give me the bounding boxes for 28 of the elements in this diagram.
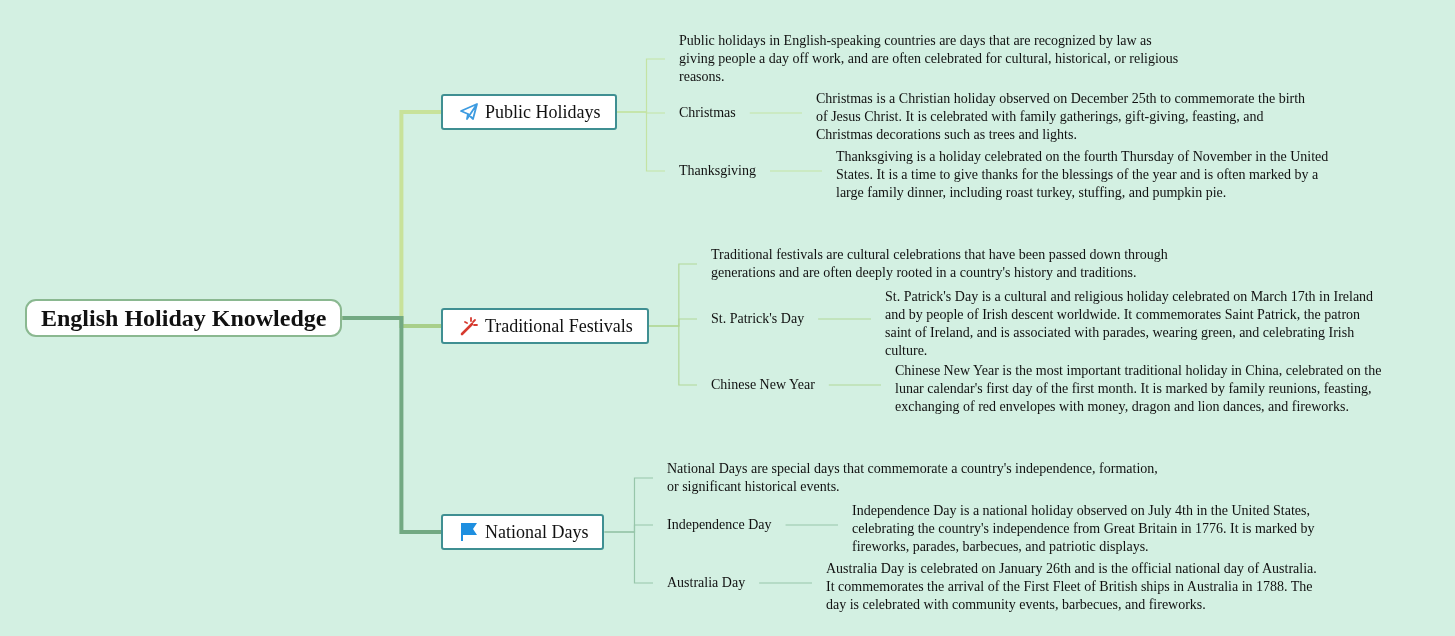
subtopic-label: Thanksgiving: [665, 162, 770, 180]
connector-line: [828, 384, 882, 386]
branch-box: [441, 94, 617, 130]
description-text: Chinese New Year is the most important traditional holiday in China, celebrated on the lunar calendar's first day of the first month. It is marked by family reunions, feasting, exchanging of red envelopes with money, dragon and lion dances, and fireworks.: [881, 362, 1391, 416]
topic-box: English Holiday Knowledge: [25, 299, 343, 337]
branch-box: [441, 514, 605, 550]
branch-label: Public Holidays: [485, 101, 601, 123]
description-text: Thanksgiving is a holiday celebrated on the fourth Thursday of November in the United States. It is a time to give thanks for the blessings of the year and is often marked by a large family dinner, including roast turkey, stuffing, and pumpkin pie.: [822, 148, 1332, 202]
subtopic-label: Australia Day: [653, 574, 760, 592]
connector-line: [603, 531, 654, 584]
subtopic-label: Christmas: [665, 104, 750, 122]
description-text: St. Patrick's Day is a cultural and religious holiday celebrated on March 17th in Ireland and by people of Irish descent worldwide. It commemorates Saint Patrick, the patron saint of Ireland, and is associated with parades, wearing green, and celebrating Irish culture.: [871, 288, 1377, 360]
subtopic-label: Independence Day: [653, 516, 786, 534]
description-text: Public holidays in English-speaking countries are days that are recognized by law as giving people a day off work, and are often celebrated for cultural, historical, or religious reasons.: [665, 32, 1189, 86]
subtopic-label: St. Patrick's Day: [697, 310, 819, 328]
description-text: Independence Day is a national holiday observed on July 4th in the United States, celebrating the country's independence from Great Britain in 1776. It is marked by fireworks, parades, barbecues, and patriotic displays.: [838, 502, 1322, 556]
connector-line: [342, 316, 441, 534]
branch-box: [441, 308, 649, 344]
description-text: Traditional festivals are cultural celebrations that have been passed down through generations and are often deeply rooted in a country's history and traditions.: [697, 246, 1181, 282]
description-text: National Days are special days that commemorate a country's independence, formation, or significant historical events.: [653, 460, 1163, 496]
connector-line: [817, 318, 872, 320]
branch-label: National Days: [485, 521, 589, 543]
connector-line: [615, 111, 666, 172]
description-text: Australia Day is celebrated on January 26th and is the official national day of Australia. It commemorates the arrival of the First Fleet of British ships in Australia in 1788. The day is celebrated with community events, barbecues, and fireworks.: [812, 560, 1322, 614]
subtopic-label: Chinese New Year: [697, 376, 829, 394]
connector-line: [648, 325, 698, 386]
branch-label: Traditional Festivals: [485, 315, 633, 337]
description-text: Christmas is a Christian holiday observed on December 25th to commemorate the birth of Jesus Christ. It is celebrated with family gatherings, gift-giving, feasting, and Christmas decorations such as trees and lights.: [802, 90, 1306, 144]
